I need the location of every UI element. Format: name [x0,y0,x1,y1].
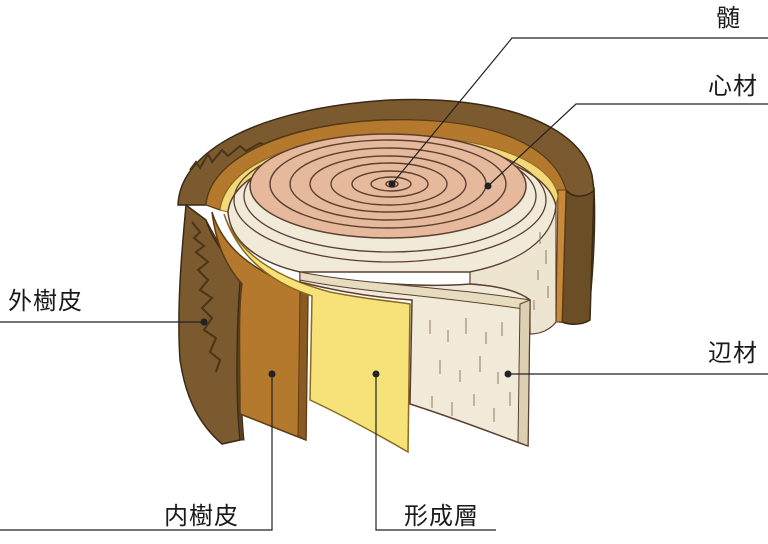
leader-pith [391,37,768,185]
cambium-peel [223,213,411,454]
label-inner-bark: 内樹皮 [164,502,239,530]
label-cambium: 形成層 [404,502,479,530]
label-outer-bark: 外樹皮 [8,287,83,315]
outer-bark-right-side [561,187,595,325]
heartwood-ring-4 [330,162,448,206]
leader-cambium [375,374,496,531]
outer-bark-peel [178,203,245,445]
trunk-body [177,98,596,335]
label-heartwood: 心材 [708,72,758,100]
leader-lines [0,37,768,531]
sapwood-peel [299,271,531,448]
inner-bark-peel [211,211,309,442]
label-sapwood: 辺材 [708,339,758,367]
heartwood-ring-6 [370,176,412,192]
label-pith: 髄 [716,4,741,32]
dot-cambium [372,370,380,378]
inner-bark-peel-edge [297,289,309,441]
leader-heartwood [487,103,768,187]
dot-heartwood [484,182,492,190]
sapwood-wall-texture [533,232,549,310]
heartwood-ring-3 [309,155,467,213]
heartwood-ring-1 [269,139,507,229]
leader-dots [200,180,512,378]
dot-inner-bark [268,370,276,378]
dot-pith [388,180,396,188]
dot-sapwood [504,370,512,378]
leader-inner-bark [0,374,273,531]
inner-bark-right-wall [555,189,567,323]
dot-outer-bark [200,318,208,326]
heartwood-ring-5 [351,170,429,198]
